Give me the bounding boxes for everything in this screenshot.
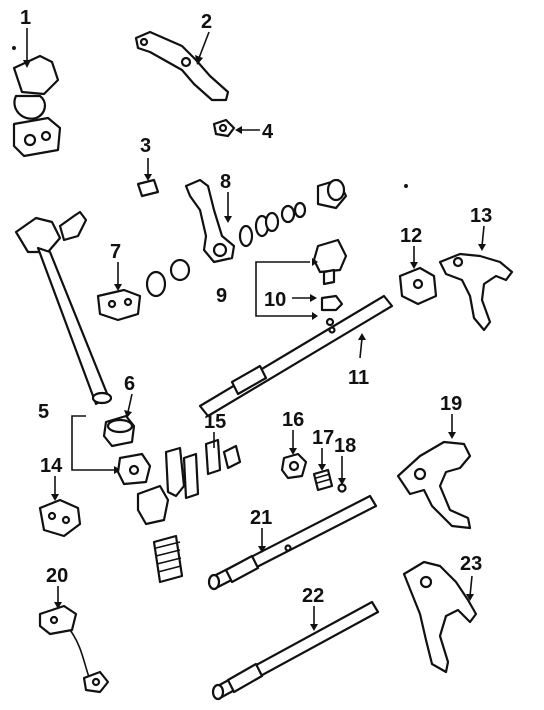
arrowhead-8 [224, 216, 232, 223]
arrowhead-22 [310, 624, 318, 631]
leader-2 [198, 31, 210, 59]
part-7-bracket [96, 258, 191, 322]
callout-9: 9 [216, 285, 227, 307]
callout-1: 1 [20, 7, 31, 29]
leader-23 [469, 575, 473, 597]
part-9-interlock [312, 238, 348, 327]
callout-22: 22 [302, 585, 324, 607]
callout-18: 18 [334, 435, 356, 457]
callout-15: 15 [204, 411, 226, 433]
callout-23: 23 [460, 553, 482, 575]
callout-19: 19 [440, 393, 462, 415]
part-17-spring [312, 468, 334, 492]
callout-16: 16 [282, 409, 304, 431]
callout-5: 5 [38, 401, 49, 423]
callout-2: 2 [201, 11, 212, 33]
arrowhead-20 [54, 602, 62, 609]
arrowhead-9b [312, 312, 318, 320]
part-3-block [136, 178, 160, 198]
arrowhead-9a [312, 258, 318, 266]
part-2-shift-arm [134, 30, 230, 102]
arrowhead-19 [448, 432, 456, 439]
part-15-detent-assembly [136, 438, 242, 584]
arrowhead-13 [478, 244, 486, 251]
callout-14: 14 [40, 455, 63, 477]
part-19-shift-fork [396, 440, 472, 530]
callout-4: 4 [262, 121, 274, 143]
part-13-shift-fork [438, 252, 514, 332]
callout-10: 10 [264, 289, 286, 311]
bracket-9 [255, 261, 314, 317]
callout-12: 12 [400, 225, 422, 247]
callout-21: 21 [250, 507, 272, 529]
leader-13 [481, 225, 485, 247]
arrowhead-16 [289, 448, 297, 455]
part-11-shift-rail [198, 294, 394, 418]
part-16-bolt [280, 452, 308, 480]
callout-3: 3 [140, 135, 151, 157]
callout-7: 7 [110, 241, 121, 263]
arrowhead-23 [466, 594, 474, 601]
arrowhead-14 [51, 494, 59, 501]
part-21-shift-rail [207, 494, 378, 591]
leader-11 [359, 337, 363, 359]
part-12-block [398, 266, 438, 306]
part-4-clip [212, 118, 236, 138]
arrowhead-2 [195, 55, 203, 65]
dot-mark [404, 184, 408, 188]
arrowhead-7 [114, 284, 122, 291]
callout-6: 6 [124, 373, 135, 395]
part-14-gate-plate [38, 498, 82, 538]
bracket-5 [71, 415, 116, 471]
part-8-lever-assembly [184, 178, 348, 264]
arrowhead-10 [310, 294, 317, 302]
callout-11: 11 [348, 367, 369, 389]
part-1-lever-housing [12, 54, 62, 158]
arrowhead-18 [338, 478, 346, 485]
callout-17: 17 [312, 427, 334, 449]
part-6-bushing [102, 414, 136, 448]
part-22-shift-rail [211, 600, 380, 701]
arrowhead-11 [358, 333, 366, 340]
part-5-shift-shaft [14, 210, 113, 406]
callout-13: 13 [470, 205, 492, 227]
arrowhead-17 [318, 464, 326, 471]
callout-8: 8 [220, 171, 231, 193]
arrowhead-3 [144, 174, 152, 181]
callout-20: 20 [46, 565, 68, 587]
arrowhead-1 [23, 60, 31, 68]
arrowhead-6 [124, 410, 132, 418]
leader-6 [127, 393, 133, 413]
arrowhead-21 [258, 546, 266, 553]
dot-mark [12, 46, 16, 50]
part-5-coupling [116, 452, 152, 486]
part-23-shift-fork [402, 560, 478, 674]
arrowhead-4 [235, 126, 242, 134]
part-20-bracket [38, 604, 110, 694]
part-18-ball [337, 483, 347, 493]
arrowhead-12 [410, 262, 418, 269]
